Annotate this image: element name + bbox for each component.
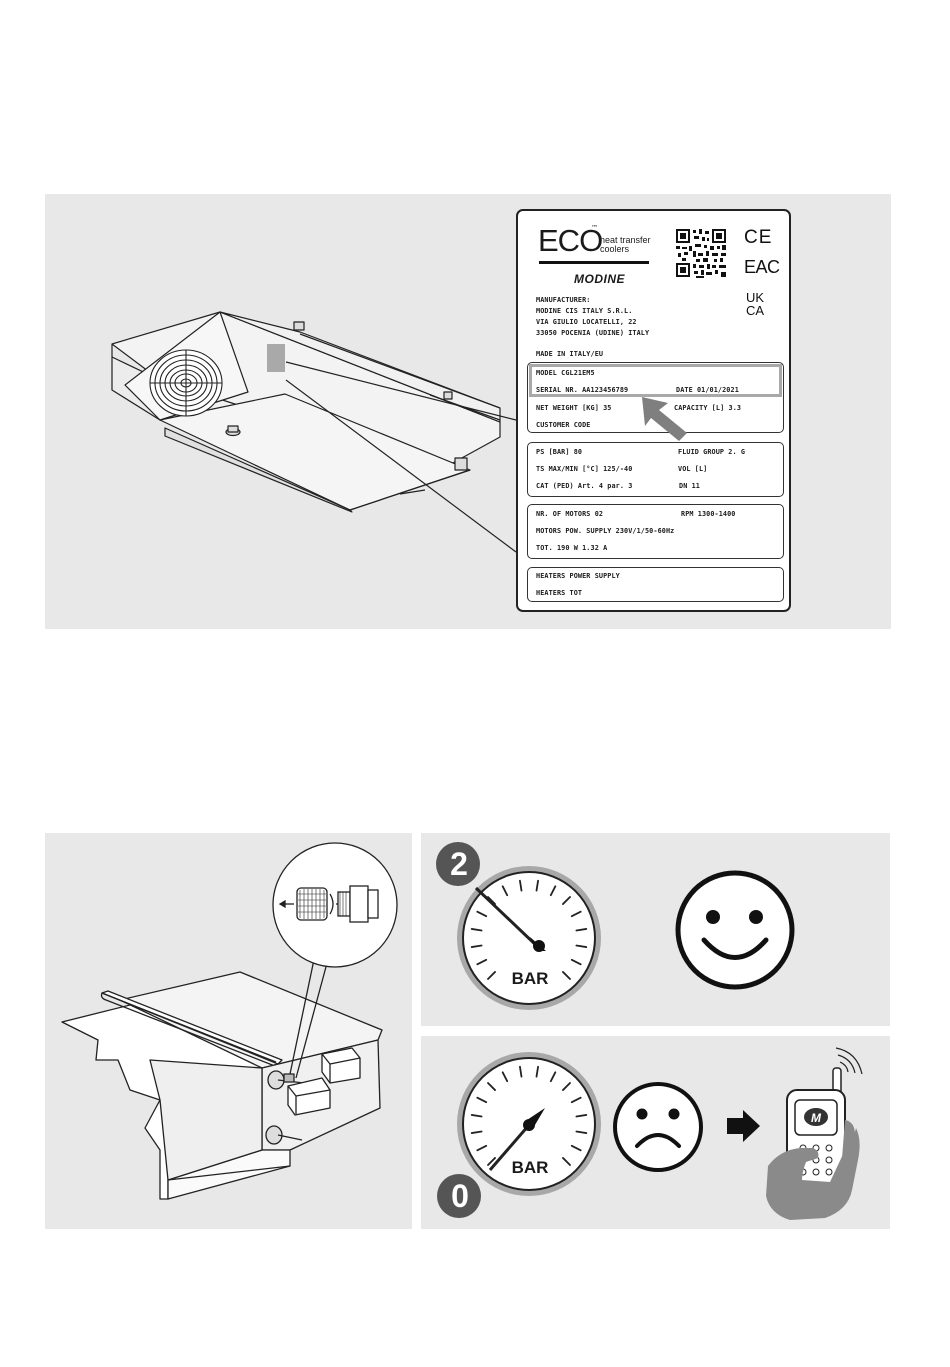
ce-mark: CE bbox=[744, 227, 773, 248]
manufacturer-line: VIA GIULIO LOCATELLI, 22 bbox=[536, 318, 637, 326]
nameplate: ECO ™ heat transfer coolers MODINE CE EA… bbox=[516, 209, 791, 612]
rpm-field: RPM 1300-1400 bbox=[681, 510, 736, 518]
brand-rule bbox=[539, 261, 649, 264]
gauge-ok-number: 2 bbox=[450, 846, 468, 882]
tot-field: TOT. 190 W 1.32 A bbox=[536, 544, 608, 552]
gauge-ok-unit: BAR bbox=[511, 969, 549, 988]
capacity-field: CAPACITY [L] 3.3 bbox=[674, 404, 742, 412]
dn-field: DN 11 bbox=[679, 482, 700, 490]
ps-field: PS [BAR] 80 bbox=[536, 448, 583, 456]
cat-field: CAT (PED) Art. 4 par. 3 bbox=[536, 482, 633, 490]
heaters-tot-field: HEATERS TOT bbox=[536, 589, 583, 597]
serial-highlight bbox=[529, 364, 782, 397]
serial-pointer-arrow-icon bbox=[642, 397, 687, 441]
date-field: DATE 01/01/2021 bbox=[676, 386, 739, 394]
net-weight-field: NET WEIGHT [KG] 35 bbox=[536, 404, 612, 412]
motors-field: NR. OF MOTORS 02 bbox=[536, 510, 604, 518]
made-in: MADE IN ITALY/EU bbox=[536, 350, 604, 358]
serial-field: SERIAL NR. AA123456789 bbox=[536, 386, 629, 394]
tagline-line-1: heat transfer bbox=[600, 235, 651, 245]
valve-check-panel bbox=[45, 833, 412, 1229]
manufacturer-line: 33050 POCENIA (UDINE) ITALY bbox=[536, 329, 650, 337]
vol-field: VOL [L] bbox=[678, 465, 708, 473]
gauge-low-number: 0 bbox=[451, 1178, 469, 1214]
qr-code-icon bbox=[676, 229, 726, 278]
pressure-block bbox=[527, 442, 784, 497]
manufacturer-line: MODINE CIS ITALY S.R.L. bbox=[536, 307, 633, 315]
model-field: MODEL CGL21EM5 bbox=[536, 369, 595, 377]
heaters-block bbox=[527, 567, 784, 602]
pressure-low-panel bbox=[421, 1036, 890, 1229]
fluid-group-field: FLUID GROUP 2. G bbox=[678, 448, 746, 456]
identification-block bbox=[527, 362, 784, 433]
ukca-mark-ca: CA bbox=[746, 303, 765, 318]
trademark-symbol: ™ bbox=[591, 224, 598, 232]
gauge-low-unit: BAR bbox=[511, 1158, 549, 1177]
customer-code-field: CUSTOMER CODE bbox=[536, 421, 591, 429]
modine-logo: MODINE bbox=[574, 272, 625, 286]
brand-eco: ECO bbox=[538, 223, 603, 258]
manufacturer-line: MANUFACTURER: bbox=[536, 296, 591, 304]
eac-mark: EAC bbox=[744, 257, 780, 277]
pressure-ok-panel bbox=[421, 833, 890, 1026]
ukca-mark-uk: UK bbox=[746, 290, 765, 305]
tagline-line-2: coolers bbox=[600, 244, 630, 254]
brand-tagline: heat transfer coolers bbox=[600, 236, 651, 254]
ts-field: TS MAX/MIN [°C] 125/-40 bbox=[536, 465, 633, 473]
motors-block bbox=[527, 504, 784, 559]
heaters-power-field: HEATERS POWER SUPPLY bbox=[536, 572, 620, 580]
motors-power-field: MOTORS POW. SUPPLY 230V/1/50-60Hz bbox=[536, 527, 675, 535]
